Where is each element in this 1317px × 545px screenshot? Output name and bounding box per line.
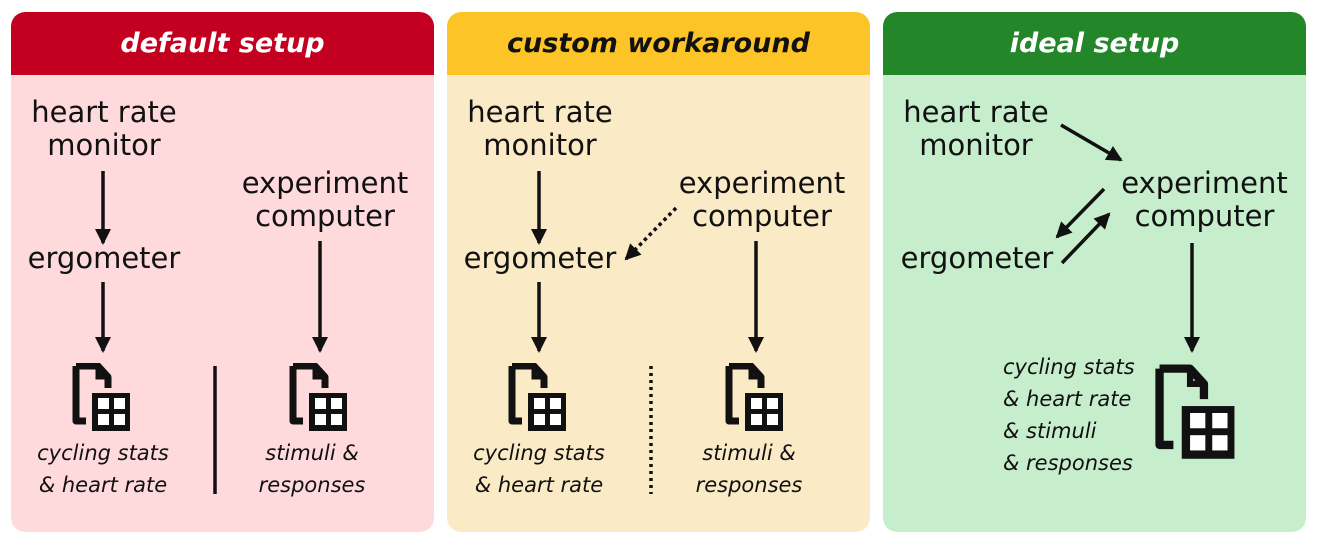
arrow-computer-to-ergometer-dotted bbox=[624, 206, 678, 261]
file-caption-stimuli-default: stimuli & responses bbox=[258, 441, 366, 497]
spreadsheet-file-icon bbox=[725, 363, 783, 431]
node-ergometer-default: ergometer bbox=[27, 241, 181, 275]
panel-title-ideal: ideal setup bbox=[1009, 28, 1180, 59]
spreadsheet-file-icon bbox=[508, 363, 566, 431]
node-experiment-computer-custom: experiment computer bbox=[678, 166, 846, 233]
arrow-ergometer-to-computer-ideal bbox=[1060, 212, 1111, 265]
node-experiment-computer-default: experiment computer bbox=[241, 166, 409, 233]
spreadsheet-file-icon bbox=[1155, 364, 1235, 459]
node-heart-rate-monitor-custom: heart rate monitor bbox=[467, 95, 613, 162]
file-caption-cycling-default: cycling stats & heart rate bbox=[37, 441, 169, 497]
panel-header-ideal: ideal setup bbox=[883, 12, 1306, 75]
panel-default-setup: default setup bbox=[11, 12, 434, 532]
panel-body-ideal bbox=[883, 75, 1306, 532]
node-heart-rate-monitor-default: heart rate monitor bbox=[31, 95, 177, 162]
file-caption-combined-ideal: cycling stats & heart rate & stimuli & r… bbox=[1003, 355, 1135, 475]
panel-ideal-setup: ideal setup bbox=[883, 12, 1306, 532]
panel-body-default bbox=[11, 75, 434, 532]
panel-header-custom: custom workaround bbox=[447, 12, 870, 75]
panel-title-default: default setup bbox=[120, 28, 325, 59]
arrow-computer-to-ergometer-ideal bbox=[1055, 187, 1106, 239]
node-experiment-computer-ideal: experiment computer bbox=[1121, 166, 1288, 233]
spreadsheet-file-icon bbox=[289, 363, 347, 431]
file-caption-cycling-custom: cycling stats & heart rate bbox=[473, 441, 605, 497]
panel-body-custom bbox=[447, 75, 870, 532]
node-ergometer-ideal: ergometer bbox=[900, 241, 1054, 275]
panel-title-custom: custom workaround bbox=[507, 28, 810, 59]
panel-header-default: default setup bbox=[11, 12, 434, 75]
spreadsheet-file-icon bbox=[72, 363, 130, 431]
panel-custom-workaround: custom workaround bbox=[447, 12, 870, 532]
file-caption-stimuli-custom: stimuli & responses bbox=[695, 441, 803, 497]
node-ergometer-custom: ergometer bbox=[463, 241, 617, 275]
arrow-hrm-to-computer-ideal bbox=[1060, 123, 1123, 162]
node-heart-rate-monitor-ideal: heart rate monitor bbox=[903, 95, 1049, 162]
